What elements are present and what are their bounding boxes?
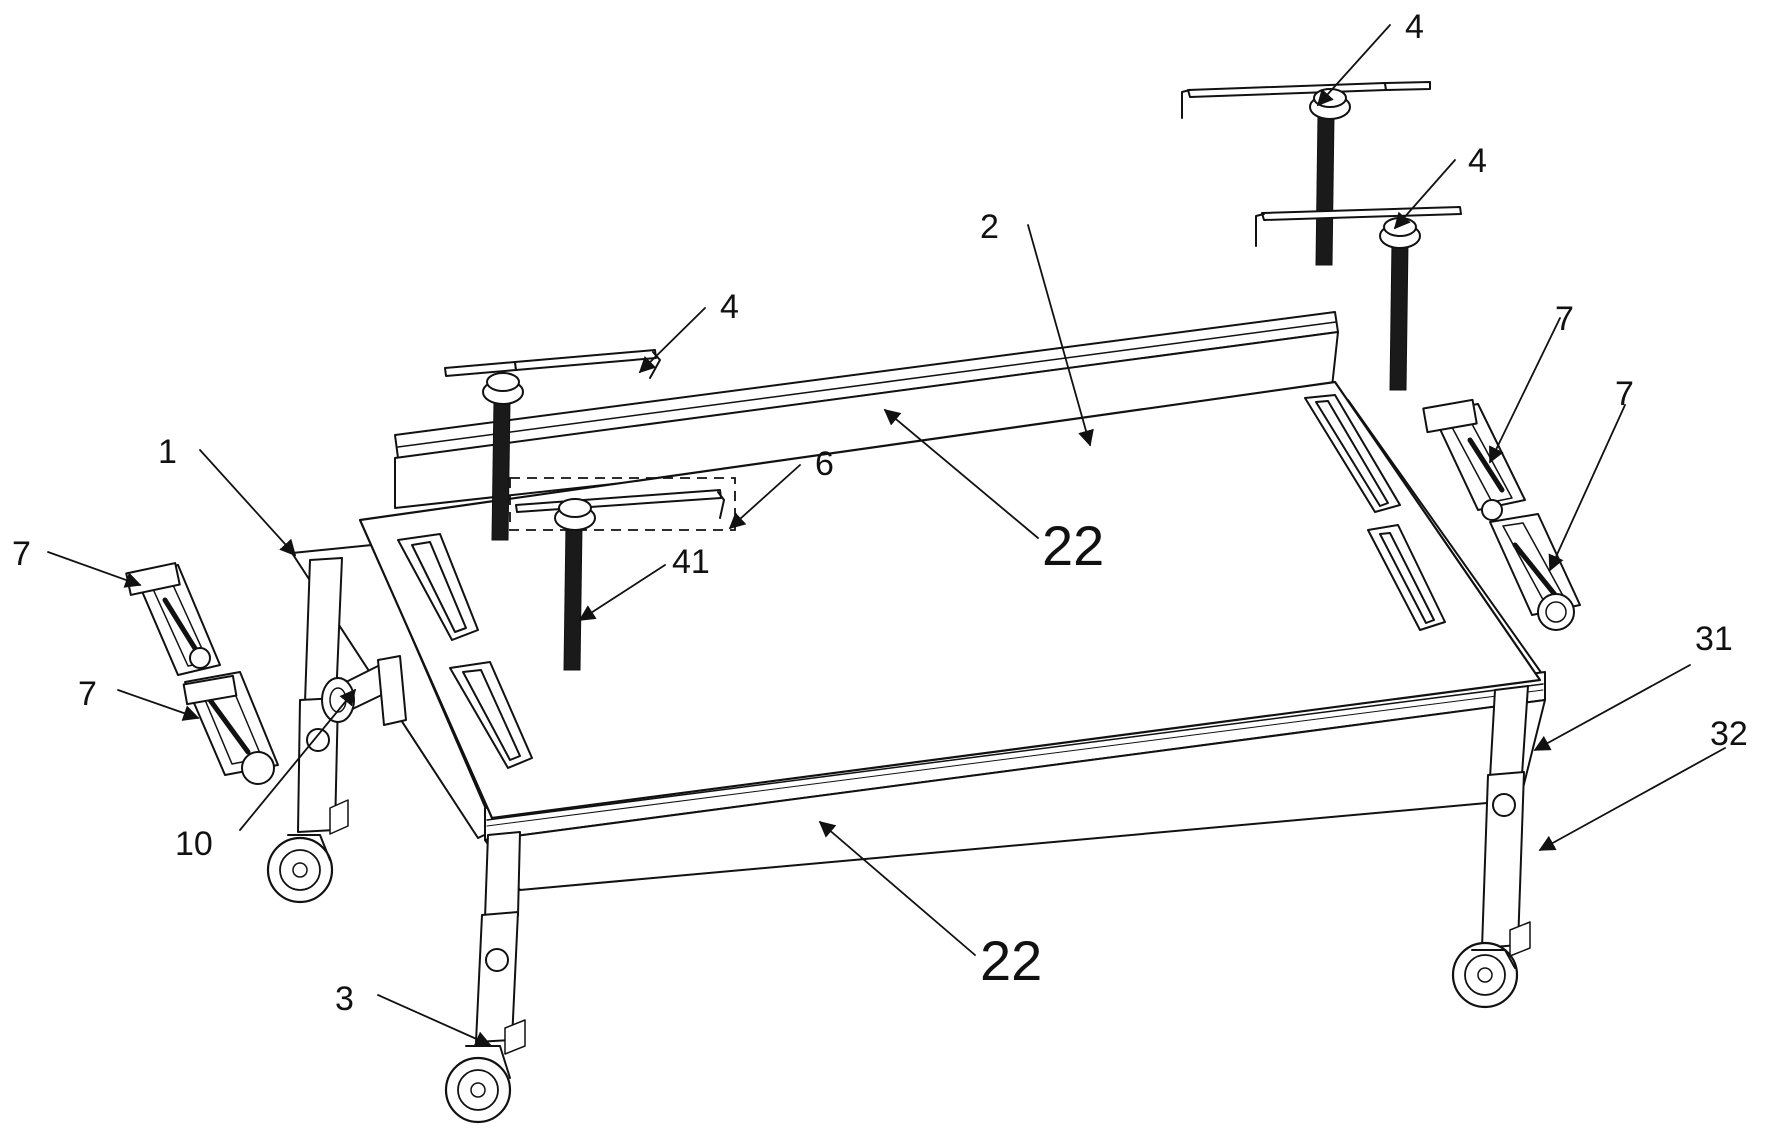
label-7-top-left: 7 (12, 535, 31, 573)
caster-wheels (266, 834, 1519, 1124)
label-2: 2 (980, 208, 999, 246)
label-7-right-b: 7 (1615, 375, 1634, 413)
label-7-bottom-left: 7 (78, 675, 97, 713)
label-31: 31 (1695, 620, 1733, 658)
label-4-left: 4 (720, 288, 739, 326)
label-22-lower: 22 (980, 929, 1042, 992)
label-22-upper: 22 (1042, 514, 1104, 577)
top-plate (358, 380, 1542, 820)
label-1: 1 (158, 433, 177, 471)
label-10: 10 (175, 825, 213, 863)
legs (297, 557, 1531, 1055)
leader-lines (47, 24, 1726, 1047)
label-7-right-a: 7 (1555, 300, 1574, 338)
linear-rails-left (125, 562, 279, 785)
label-4-top: 4 (1405, 8, 1424, 46)
label-6: 6 (815, 445, 834, 483)
label-32: 32 (1710, 715, 1748, 753)
label-4-upper: 4 (1468, 142, 1487, 180)
reference-labels: 1 2 3 4 4 4 6 7 7 7 7 10 22 22 31 32 41 (12, 8, 1748, 1018)
label-41: 41 (672, 543, 710, 581)
label-3: 3 (335, 980, 354, 1018)
dashed-detail-box (509, 477, 736, 531)
linear-rails-right (1422, 398, 1581, 631)
